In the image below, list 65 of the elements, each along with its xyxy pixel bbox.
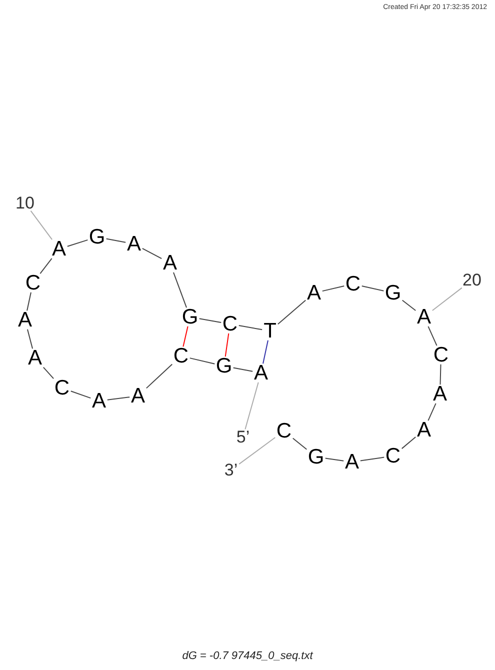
backbone-line	[142, 248, 162, 260]
base-pair-line	[182, 326, 188, 348]
backbone-line	[189, 358, 216, 364]
base-pair-line	[262, 340, 268, 364]
backbone-line	[402, 300, 416, 311]
nucleotide-letter: G	[214, 356, 234, 376]
leader-line	[238, 437, 276, 465]
backbone-line	[401, 436, 416, 450]
nucleotide-letter: A	[253, 362, 269, 384]
nucleotide-letter: A	[130, 386, 146, 406]
backbone-line	[172, 272, 188, 308]
nucleotide-letter: A	[416, 306, 432, 328]
leader-line	[30, 210, 53, 240]
nucleotide-letter: C	[432, 344, 450, 366]
nucleotide-letter: C	[221, 314, 239, 334]
nucleotide-letter: A	[306, 282, 322, 304]
backbone-line	[26, 292, 32, 312]
backbone-line	[324, 458, 344, 462]
leader-line	[244, 382, 259, 430]
nucleotide-letter: G	[384, 282, 402, 304]
position-label: 5’	[235, 428, 251, 446]
nucleotide-letter: G	[180, 306, 200, 328]
backbone-line	[277, 300, 306, 325]
backbone-line	[42, 366, 54, 380]
nucleotide-letter: A	[416, 420, 432, 440]
nucleotide-letter: A	[126, 234, 142, 254]
nucleotide-letter: C	[344, 274, 362, 294]
backbone-line	[106, 396, 130, 400]
backbone-line	[66, 239, 88, 247]
backbone-line	[146, 364, 173, 389]
position-label: 10	[14, 194, 36, 212]
nucleotide-letter: A	[27, 348, 43, 368]
backbone-line	[40, 258, 52, 274]
backbone-line	[26, 328, 34, 350]
nucleotide-letter: G	[306, 446, 326, 468]
nucleotide-letter: C	[53, 378, 71, 398]
nucleotide-letter: C	[172, 346, 190, 366]
backbone-line	[428, 402, 436, 422]
nucleotide-letter: G	[88, 226, 106, 248]
nucleotide-letter: A	[432, 384, 448, 404]
backbone-line	[106, 238, 126, 243]
backbone-line	[232, 367, 254, 372]
backbone-line	[428, 326, 438, 346]
backbone-line	[238, 325, 263, 330]
position-label: 20	[462, 272, 482, 288]
nucleotide-letter: A	[344, 452, 360, 472]
nucleotide-letter: A	[51, 238, 67, 260]
backbone-line	[322, 286, 345, 292]
nucleotide-letter: T	[262, 320, 278, 342]
leader-line	[432, 287, 462, 312]
nucleotide-letter: A	[17, 310, 33, 330]
backbone-line	[70, 390, 92, 399]
backbone-line	[360, 456, 385, 462]
backbone-line	[292, 438, 308, 450]
backbone-line	[198, 318, 222, 323]
nucleotide-letter: C	[275, 420, 293, 442]
backbone-line	[440, 364, 442, 386]
nucleotide-letter: A	[162, 252, 178, 274]
position-label: 3’	[223, 462, 239, 478]
nucleotide-letter: C	[24, 272, 42, 294]
nucleotide-letter: A	[91, 390, 107, 412]
nucleotide-letter: C	[384, 446, 402, 466]
caption: dG = -0.7 97445_0_seq.txt	[182, 650, 313, 662]
base-pair-line	[224, 332, 230, 358]
backbone-line	[361, 286, 384, 292]
